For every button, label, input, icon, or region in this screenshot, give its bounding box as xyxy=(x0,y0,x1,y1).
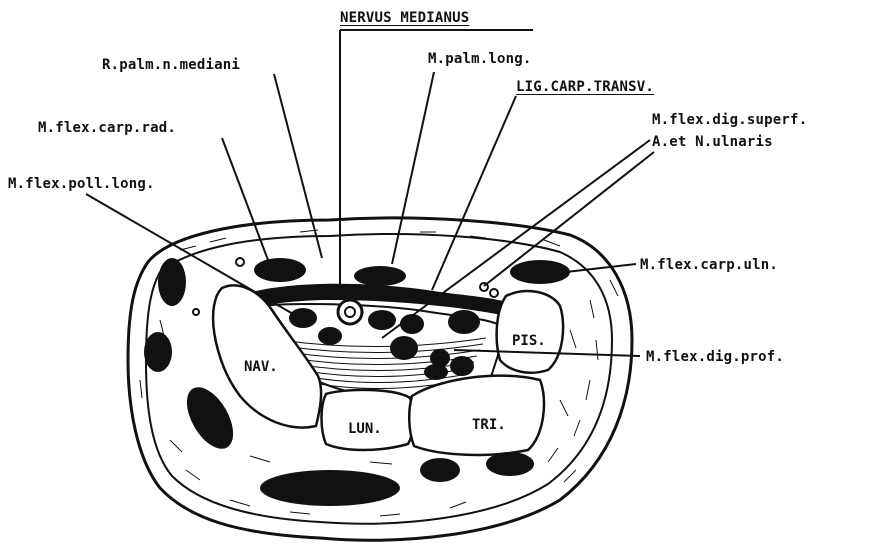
label-nervus-medianus: NERVUS MEDIANUS xyxy=(340,11,469,25)
muscle-bottom-2 xyxy=(420,458,460,482)
muscle-bottom-3 xyxy=(486,452,534,476)
muscle-left-1 xyxy=(158,258,186,306)
label-lig-carp-transv: LIG.CARP.TRANSV. xyxy=(516,80,654,94)
tendon-flex-carp-uln xyxy=(510,260,570,284)
label-a-et-n-ulnaris: A.et N.ulnaris xyxy=(652,135,773,149)
ulnar-nerve xyxy=(490,289,498,297)
pisiform-bone xyxy=(497,291,563,373)
label-m-flex-carp-rad: M.flex.carp.rad. xyxy=(38,121,176,135)
label-m-palm-long: M.palm.long. xyxy=(428,52,532,66)
tendon-tunnel-8 xyxy=(424,364,448,380)
bone-label-pis: PIS. xyxy=(512,334,546,348)
label-m-flex-dig-prof: M.flex.dig.prof. xyxy=(646,350,784,364)
vessel-radial xyxy=(236,258,244,266)
tendon-tunnel-2 xyxy=(318,327,342,345)
muscle-left-2 xyxy=(144,332,172,372)
tendon-tunnel-6 xyxy=(390,336,418,360)
triquetrum-bone xyxy=(409,376,544,455)
tendon-palm-long xyxy=(354,266,406,286)
tendon-tunnel-1 xyxy=(289,308,317,328)
tendon-tunnel-9 xyxy=(450,356,474,376)
lunate-bone xyxy=(322,390,414,450)
label-m-flex-poll-long: M.flex.poll.long. xyxy=(8,177,155,191)
label-m-flex-carp-uln: M.flex.carp.uln. xyxy=(640,258,778,272)
bone-label-tri: TRI. xyxy=(472,418,506,432)
bone-label-lun: LUN. xyxy=(348,422,382,436)
tendon-tunnel-3 xyxy=(368,310,396,330)
tendon-tunnel-5 xyxy=(448,310,480,334)
label-r-palm-n-mediani: R.palm.n.mediani xyxy=(102,58,240,72)
vessel-left xyxy=(193,309,199,315)
label-m-flex-dig-superf: M.flex.dig.superf. xyxy=(652,113,807,127)
bone-label-nav: NAV. xyxy=(244,360,278,374)
muscle-bottom-1 xyxy=(260,470,400,506)
tendon-flex-carp-rad xyxy=(254,258,306,282)
median-nerve xyxy=(338,300,362,324)
